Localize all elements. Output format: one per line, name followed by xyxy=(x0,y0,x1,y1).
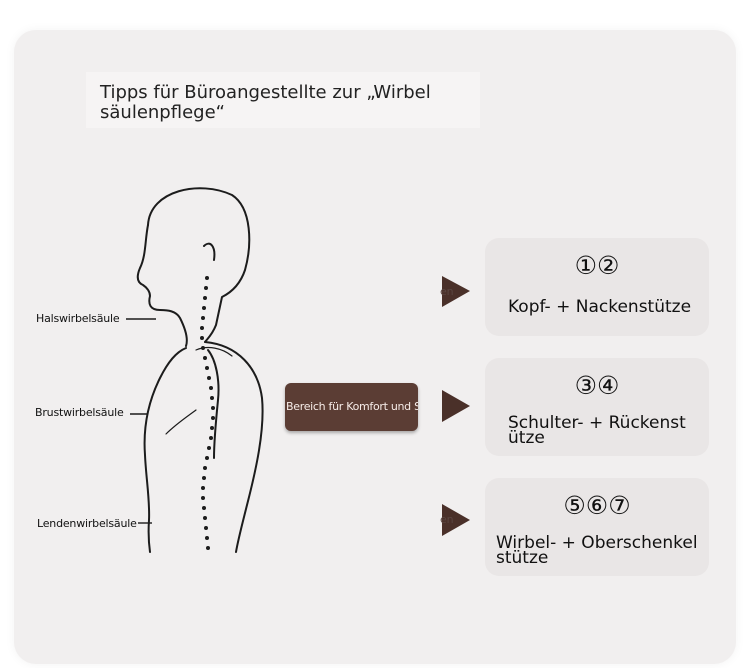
label-brustwirbelsaeule: Brustwirbelsäule xyxy=(35,406,124,419)
arrow-right-icon xyxy=(442,276,470,307)
comfort-area-text: Bereich für Komfort und Sensibilität xyxy=(286,400,418,413)
back-outline xyxy=(204,341,264,553)
arrow-right-icon xyxy=(442,504,470,536)
face-outline xyxy=(136,224,188,347)
head-outline xyxy=(147,187,251,343)
arrow-right-icon xyxy=(442,390,470,422)
spine-dots xyxy=(200,276,215,550)
card-text: Kopf- + Nackenstütze xyxy=(508,297,692,317)
comfort-area-label: Bereich für Komfort und Sensibilität xyxy=(285,383,418,431)
label-lendenwirbelsaeule: Lendenwirbelsäule xyxy=(37,517,137,530)
ghost-label-top: en xyxy=(440,285,454,298)
card-numbers: ⑤⑥⑦ xyxy=(563,491,631,520)
ear-outline xyxy=(203,242,216,261)
card-text: Wirbel- + Oberschenkelstütze xyxy=(496,533,698,568)
shoulder-outline xyxy=(195,346,233,357)
chest-outline xyxy=(143,347,187,553)
card-text: Schulter- + Rückenstütze xyxy=(508,413,686,448)
label-halswirbelsaeule: Halswirbelsäule xyxy=(36,312,120,325)
inner-arm xyxy=(165,409,197,435)
card-shoulder-back: ③④ Schulter- + Rückenstütze xyxy=(485,358,709,456)
card-numbers: ①② xyxy=(574,251,620,280)
arm-outline xyxy=(207,349,220,459)
card-spine-thigh: ⑤⑥⑦ Wirbel- + Oberschenkelstütze xyxy=(485,478,709,576)
card-numbers: ③④ xyxy=(574,371,620,400)
title-band xyxy=(86,72,480,128)
ghost-label-bottom: en xyxy=(440,513,454,526)
page-title: Tipps für Büroangestellte zur „Wirbel sä… xyxy=(100,82,431,123)
card-head-neck: ①② Kopf- + Nackenstütze xyxy=(485,238,709,336)
